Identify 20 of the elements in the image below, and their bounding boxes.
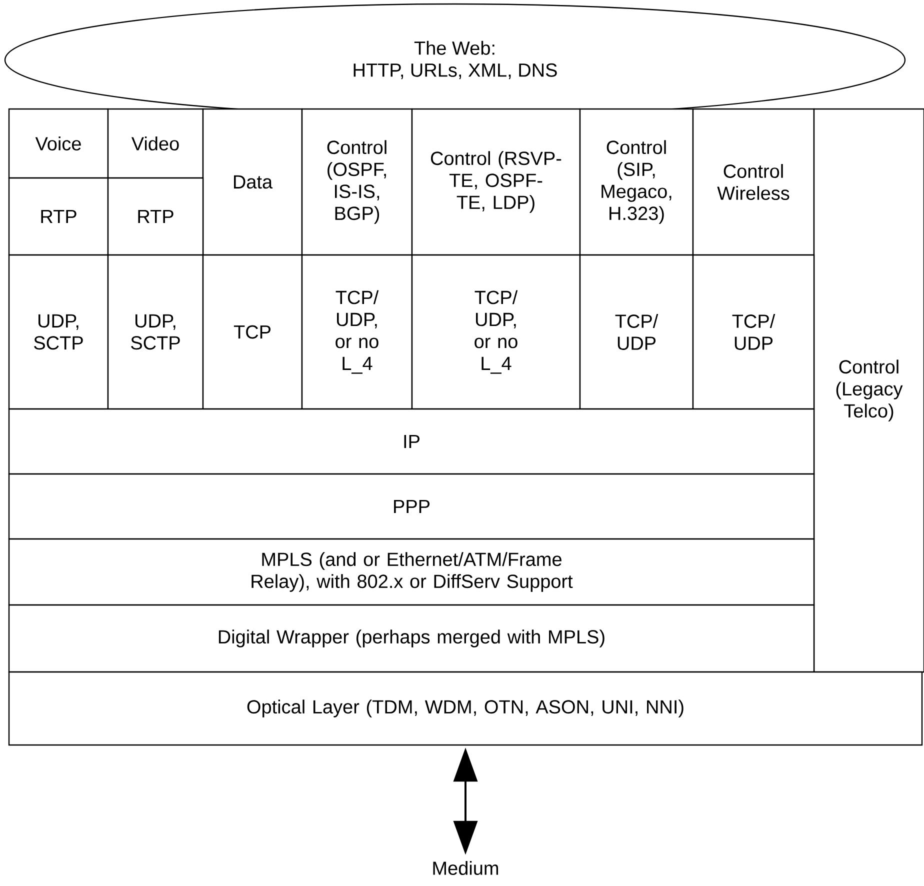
protocol-cell: UDP, SCTP (107, 254, 204, 410)
protocol-cell: Control Wireless (692, 108, 815, 256)
protocol-cell: TCP/ UDP (579, 254, 694, 410)
protocol-cell: TCP (202, 254, 303, 410)
protocol-cell: Control (SIP, Megaco, H.323) (579, 108, 694, 256)
layer-band: PPP (8, 473, 815, 540)
protocol-cell: Video (107, 108, 204, 179)
protocol-cell: TCP/ UDP (692, 254, 815, 410)
layer-band: Digital Wrapper (perhaps merged with MPLS) (8, 604, 815, 673)
protocol-cell: Voice (8, 108, 109, 179)
protocol-cell: TCP/ UDP, or no L_4 (411, 254, 581, 410)
protocol-cell: Control (OSPF, IS-IS, BGP) (301, 108, 413, 256)
layer-band: MPLS (and or Ethernet/ATM/Frame Relay), with 802.x or DiffServ Support (8, 538, 815, 606)
bare-text: Medium (433, 861, 498, 875)
protocol-cell: RTP (107, 177, 204, 256)
protocol-cell: Control (RSVP-TE, OSPF-TE, LDP) (411, 108, 581, 256)
protocol-cell: RTP (8, 177, 109, 256)
protocol-cell: UDP, SCTP (8, 254, 109, 410)
layer-band: Optical Layer (TDM, WDM, OTN, ASON, UNI, NNI) (8, 671, 923, 746)
protocol-cell: TCP/ UDP, or no L_4 (301, 254, 413, 410)
